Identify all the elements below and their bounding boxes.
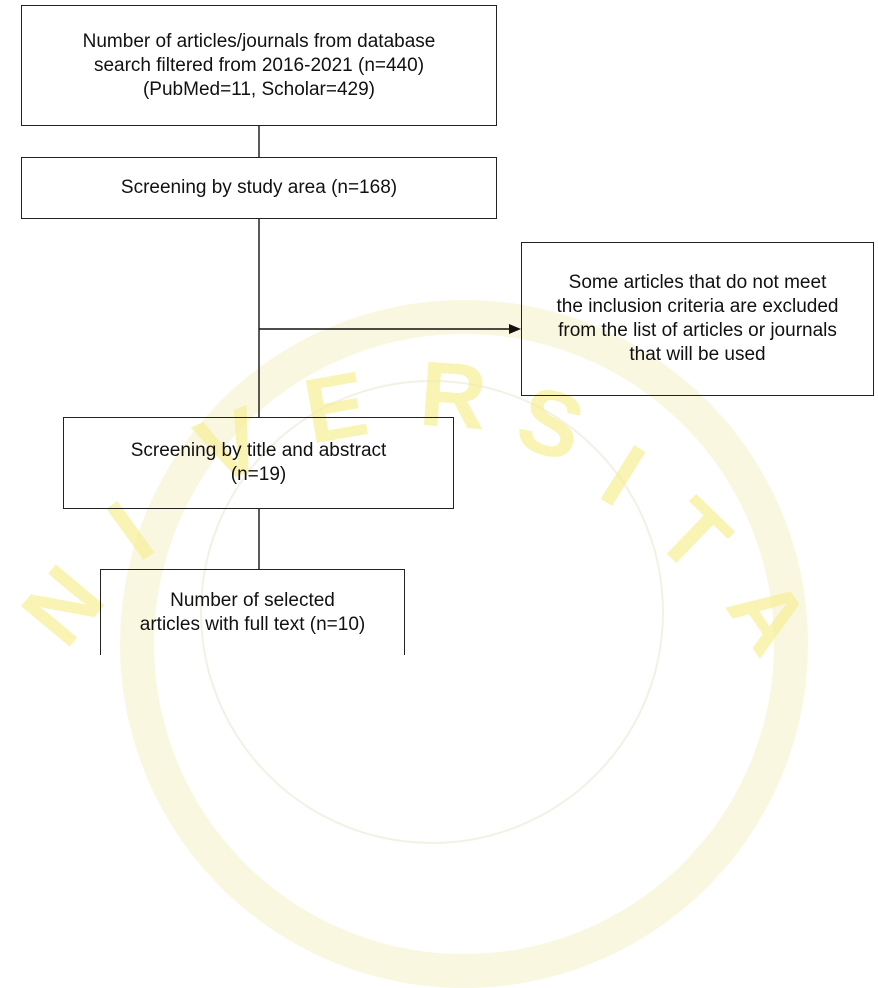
box-excluded-text: Some articles that do not meet the inclu…	[556, 272, 839, 365]
box-title-abstract-screening: Screening by title and abstract (n=19)	[63, 417, 454, 509]
box-excluded-articles: Some articles that do not meet the inclu…	[521, 242, 874, 396]
box-initial-search: Number of articles/journals from databas…	[21, 5, 497, 126]
box-study-area-screening: Screening by study area (n=168)	[21, 157, 497, 219]
box-title-abstract-text: Screening by title and abstract (n=19)	[130, 440, 387, 485]
box-study-area-text: Screening by study area (n=168)	[120, 177, 398, 198]
box-full-text-text: Number of selected articles with full te…	[139, 589, 366, 635]
box-initial-search-text: Number of articles/journals from databas…	[82, 30, 436, 100]
box-full-text-selected: Number of selected articles with full te…	[100, 569, 405, 655]
